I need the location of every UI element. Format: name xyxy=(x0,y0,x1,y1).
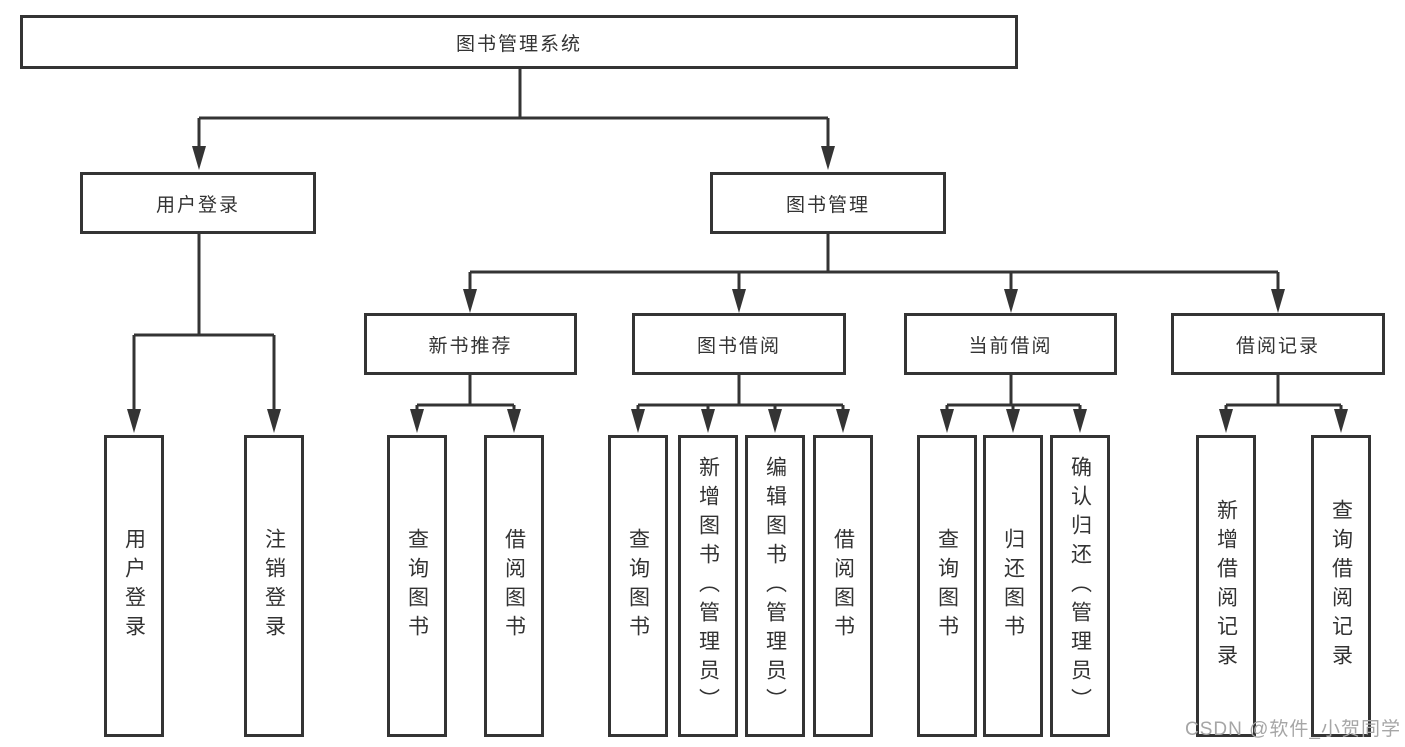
node-book-borrowing: 图书借阅 xyxy=(632,313,846,375)
leaf-borrow-books-1: 借阅图书 xyxy=(484,435,544,737)
node-borrowing-records: 借阅记录 xyxy=(1171,313,1385,375)
leaf-query-books-1: 查询图书 xyxy=(387,435,447,737)
leaf-user-login: 用户登录 xyxy=(104,435,164,737)
node-new-book-recommendation: 新书推荐 xyxy=(364,313,577,375)
node-user-login: 用户登录 xyxy=(80,172,316,234)
leaf-borrow-books-2: 借阅图书 xyxy=(813,435,873,737)
leaf-query-borrow-record: 查询借阅记录 xyxy=(1311,435,1371,737)
leaf-query-books-2: 查询图书 xyxy=(608,435,668,737)
leaf-logout: 注销登录 xyxy=(244,435,304,737)
leaf-confirm-return-admin: 确认归还（管理员） xyxy=(1050,435,1110,737)
leaf-add-borrow-record: 新增借阅记录 xyxy=(1196,435,1256,737)
node-library-management-system: 图书管理系统 xyxy=(20,15,1018,69)
leaf-edit-books-admin: 编辑图书（管理员） xyxy=(745,435,805,737)
leaf-add-books-admin: 新增图书（管理员） xyxy=(678,435,738,737)
node-book-management: 图书管理 xyxy=(710,172,946,234)
leaf-query-books-3: 查询图书 xyxy=(917,435,977,737)
leaf-return-books: 归还图书 xyxy=(983,435,1043,737)
node-current-borrowing: 当前借阅 xyxy=(904,313,1117,375)
csdn-watermark: CSDN @软件_小贺同学 xyxy=(1185,719,1401,740)
